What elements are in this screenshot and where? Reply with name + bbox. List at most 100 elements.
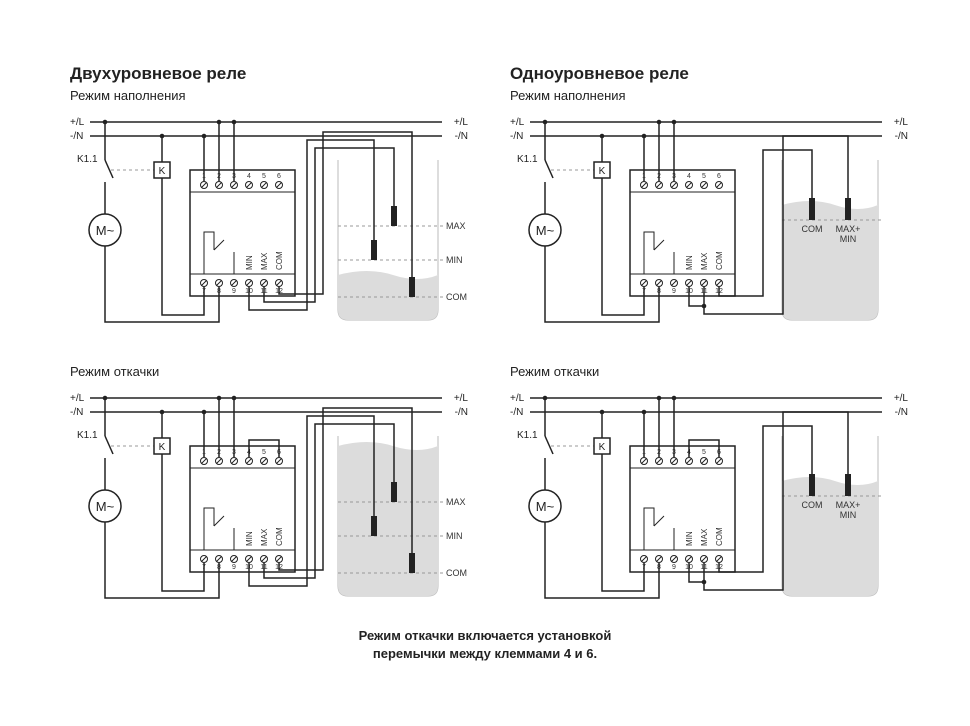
screw-slot — [701, 556, 707, 562]
internal-contact — [203, 507, 215, 550]
wire-min-sensor — [248, 415, 375, 587]
internal-contact — [643, 507, 655, 550]
screw-slot — [261, 280, 267, 286]
input-label-vertical: MIN — [685, 531, 694, 546]
wire-max-sensor — [263, 423, 395, 579]
bus-l-label-right: +/L — [894, 117, 909, 128]
wire-com-sensor — [718, 425, 813, 573]
internal-contact-blade — [213, 515, 225, 527]
screw-slot — [656, 182, 662, 188]
junction-dot — [599, 409, 605, 415]
screw-slot — [701, 458, 707, 464]
screw-slot — [686, 182, 692, 188]
input-label-vertical: COM — [715, 527, 724, 546]
bus-l-label-left: +/L — [510, 393, 525, 404]
contact-k11 — [544, 159, 554, 179]
junction-dot — [102, 119, 108, 125]
screw-slot — [686, 556, 692, 562]
level-label-com: COM — [802, 224, 823, 234]
screw-slot — [216, 458, 222, 464]
terminal-number-top: 6 — [717, 173, 721, 180]
sensor-max — [391, 206, 397, 226]
screw-slot — [246, 280, 252, 286]
screw-slot — [216, 280, 222, 286]
junction-dot — [641, 409, 647, 415]
bus-n-label-left: -/N — [70, 407, 83, 418]
wire-com-sensor — [278, 131, 413, 295]
note-line-2: перемычки между клеммами 4 и 6. — [373, 646, 597, 661]
bus-l-label-right: +/L — [454, 393, 469, 404]
wire-t7-coil — [601, 287, 645, 316]
sensor-com — [809, 474, 815, 496]
contact-k11 — [104, 159, 114, 179]
screw-slot — [716, 556, 722, 562]
terminal-number-top: 5 — [262, 173, 266, 180]
screw-slot — [716, 458, 722, 464]
screw-slot — [701, 280, 707, 286]
jumper-4-6 — [688, 439, 720, 457]
level-label-maxmin-1: MAX+ — [836, 500, 861, 510]
coil-label: K — [159, 442, 166, 453]
terminal-number-top: 5 — [702, 449, 706, 456]
terminal-number-top: 5 — [702, 173, 706, 180]
screw-slot — [641, 182, 647, 188]
screw-slot — [261, 556, 267, 562]
screw-slot — [231, 458, 237, 464]
mode-label: Режим откачки — [70, 364, 159, 379]
bus-n-label-left: -/N — [510, 407, 523, 418]
level-label-com: COM — [446, 568, 467, 578]
screw-slot — [216, 556, 222, 562]
bridge-10-11 — [688, 563, 705, 583]
level-label-max: MAX — [446, 497, 466, 507]
bus-l-label-right: +/L — [454, 117, 469, 128]
screw-slot — [686, 458, 692, 464]
level-label-min: MIN — [446, 255, 463, 265]
wire-t7-coil — [161, 563, 205, 592]
input-label-vertical: COM — [715, 251, 724, 270]
internal-contact-blade — [653, 239, 665, 251]
terminal-number-top: 4 — [687, 173, 691, 180]
junction-dot — [671, 395, 677, 401]
internal-contact — [643, 231, 655, 274]
bus-n-label-left: -/N — [70, 131, 83, 142]
level-label-maxmin-1: MAX+ — [836, 224, 861, 234]
bus-n-label-left: -/N — [510, 131, 523, 142]
sensor-min — [371, 240, 377, 260]
screw-slot — [201, 280, 207, 286]
screw-slot — [231, 182, 237, 188]
sensor-max-min — [845, 474, 851, 496]
input-label-vertical: MIN — [245, 531, 254, 546]
wire-t7-coil — [601, 563, 645, 592]
coil-label: K — [599, 166, 606, 177]
screw-slot — [671, 458, 677, 464]
screw-slot — [641, 458, 647, 464]
screw-slot — [231, 556, 237, 562]
input-label-vertical: MIN — [245, 255, 254, 270]
coil-label: K — [599, 442, 606, 453]
jumper-4-6 — [248, 439, 280, 457]
junction-dot — [159, 409, 165, 415]
bus-l-label-left: +/L — [70, 117, 85, 128]
motor-label: M~ — [536, 499, 555, 514]
screw-slot — [671, 280, 677, 286]
wire-min-sensor — [248, 139, 375, 311]
input-label-vertical: MAX — [700, 252, 709, 270]
screw-slot — [701, 182, 707, 188]
input-label-vertical: MAX — [260, 528, 269, 546]
motor-label: M~ — [96, 499, 115, 514]
screw-slot — [231, 280, 237, 286]
heading-two-level-relay: Двухуровневое реле — [70, 64, 246, 83]
bus-n-label-right: -/N — [455, 131, 468, 142]
sensor-min — [371, 516, 377, 536]
wire-t8-motor — [104, 287, 220, 323]
screw-slot — [276, 556, 282, 562]
bridge-10-11 — [688, 287, 705, 307]
screw-slot — [201, 182, 207, 188]
screw-slot — [276, 280, 282, 286]
input-label-vertical: MIN — [685, 255, 694, 270]
wire-com-sensor — [278, 407, 413, 571]
